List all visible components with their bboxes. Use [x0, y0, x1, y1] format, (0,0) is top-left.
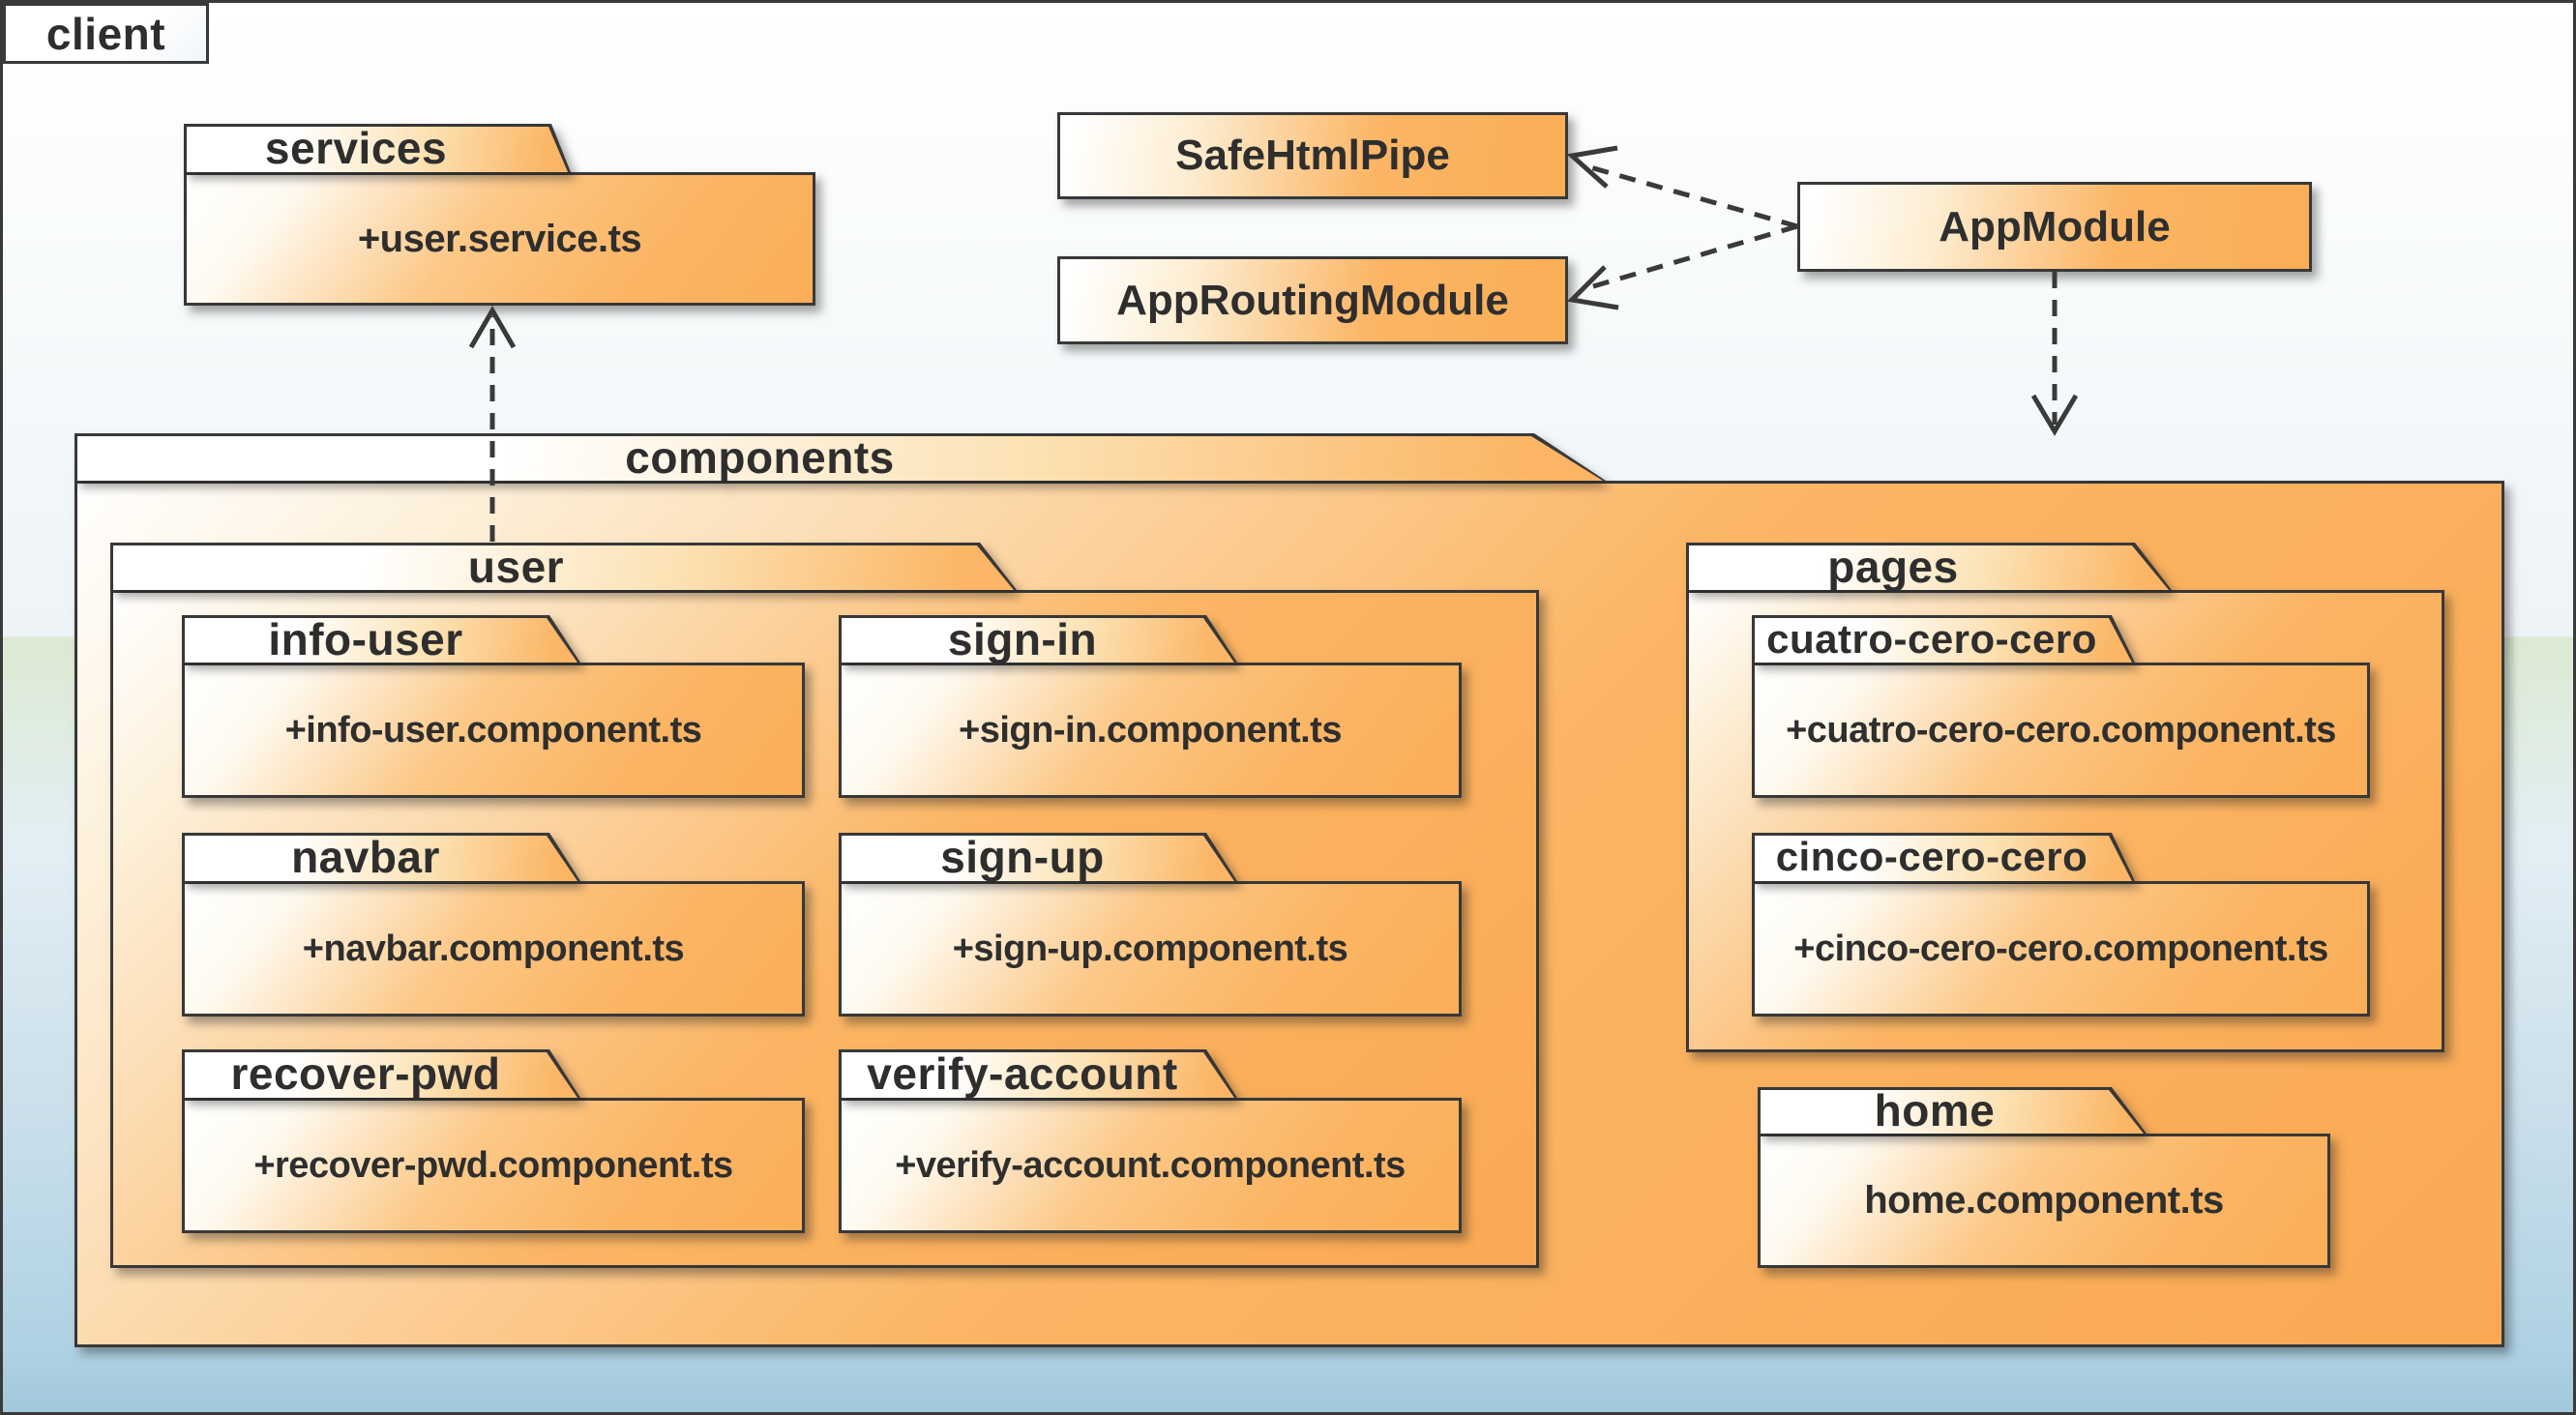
diagram-title: client — [45, 8, 166, 59]
node-app-module-label: AppModule — [1939, 202, 2171, 251]
tab-fill — [842, 618, 1234, 663]
member-recover-pwd: +recover-pwd.component.ts — [253, 1144, 733, 1186]
package-info-user-body: +info-user.component.ts — [182, 663, 805, 798]
package-cinco-cero-cero-tab: cinco-cero-cero — [1752, 833, 2135, 881]
member-home: home.component.ts — [1864, 1179, 2224, 1222]
member-sign-up: +sign-up.component.ts — [952, 928, 1348, 969]
arrow-user-to-services-head — [468, 306, 517, 349]
tab-fill — [1755, 618, 2132, 663]
package-verify-account-tab: verify-account — [839, 1048, 1237, 1099]
package-pages-tab: pages — [1686, 541, 2172, 592]
member-sign-in: +sign-in.component.ts — [959, 709, 1342, 751]
arrow-appmodule-to-approutingmodule-line — [1583, 223, 1798, 292]
package-components-tab: components — [74, 431, 1606, 483]
package-recover-pwd-title: recover-pwd — [230, 1048, 501, 1099]
tab-fill — [113, 545, 1014, 590]
tab-fill — [77, 436, 1603, 481]
member-cuatro-cero-cero: +cuatro-cero-cero.component.ts — [1786, 709, 2336, 751]
node-app-module: AppModule — [1797, 182, 2312, 272]
package-navbar-title: navbar — [291, 832, 440, 882]
package-cuatro-cero-cero-body: +cuatro-cero-cero.component.ts — [1752, 663, 2370, 798]
package-navbar-body: +navbar.component.ts — [182, 881, 805, 1017]
arrow-appmodule-to-safehtmlpipe-line — [1583, 162, 1798, 229]
package-cinco-cero-cero-body: +cinco-cero-cero.component.ts — [1752, 881, 2370, 1017]
package-navbar-tab: navbar — [182, 832, 580, 882]
package-home-title: home — [1874, 1085, 1996, 1135]
package-pages-title: pages — [1827, 541, 1959, 592]
tab-fill — [185, 618, 577, 663]
package-recover-pwd-body: +recover-pwd.component.ts — [182, 1098, 805, 1233]
member-info-user: +info-user.component.ts — [284, 709, 702, 751]
package-info-user-tab: info-user — [182, 613, 580, 664]
tab-fill — [842, 836, 1234, 881]
node-safe-html-pipe: SafeHtmlPipe — [1057, 112, 1568, 199]
package-verify-account-body: +verify-account.component.ts — [839, 1098, 1462, 1233]
package-user-tab: user — [110, 541, 1017, 592]
package-services-title: services — [264, 123, 448, 173]
package-sign-up-body: +sign-up.component.ts — [839, 881, 1462, 1017]
package-components-title: components — [625, 431, 895, 483]
package-home-tab: home — [1758, 1085, 2147, 1135]
member-verify-account: +verify-account.component.ts — [895, 1144, 1406, 1186]
tab-fill — [1689, 545, 2169, 590]
package-sign-up-title: sign-up — [940, 832, 1105, 882]
package-sign-up-tab: sign-up — [839, 832, 1237, 882]
arrow-appmodule-to-safehtmlpipe-head — [1566, 145, 1618, 189]
package-services-body: +user.service.ts — [184, 172, 815, 306]
package-cinco-cero-cero-title: cinco-cero-cero — [1775, 834, 2088, 879]
package-sign-in-body: +sign-in.component.ts — [839, 663, 1462, 798]
arrow-appmodule-to-approutingmodule-head — [1566, 265, 1619, 310]
tab-fill — [1761, 1090, 2144, 1134]
package-user-title: user — [467, 541, 565, 592]
package-info-user-title: info-user — [268, 613, 463, 664]
package-verify-account-title: verify-account — [867, 1048, 1178, 1099]
member-navbar: +navbar.component.ts — [302, 928, 685, 969]
node-app-routing-module-label: AppRoutingModule — [1116, 276, 1509, 324]
arrow-appmodule-to-components-head — [2030, 394, 2079, 436]
package-home-body: home.component.ts — [1758, 1134, 2330, 1268]
member-user-service: +user.service.ts — [357, 217, 642, 260]
tab-fill — [187, 127, 568, 172]
tab-fill — [1755, 836, 2132, 881]
package-cuatro-cero-cero-title: cuatro-cero-cero — [1766, 615, 2097, 662]
tab-fill — [842, 1052, 1234, 1098]
package-sign-in-title: sign-in — [947, 613, 1098, 664]
package-services-tab: services — [184, 123, 571, 173]
package-sign-in-tab: sign-in — [839, 613, 1237, 664]
package-cuatro-cero-cero-tab: cuatro-cero-cero — [1752, 615, 2135, 663]
node-safe-html-pipe-label: SafeHtmlPipe — [1175, 132, 1450, 179]
client-frame-label: client — [3, 3, 209, 64]
node-app-routing-module: AppRoutingModule — [1057, 256, 1568, 344]
tab-fill — [185, 836, 577, 881]
package-recover-pwd-tab: recover-pwd — [182, 1048, 580, 1099]
tab-fill — [185, 1052, 577, 1098]
member-cinco-cero-cero: +cinco-cero-cero.component.ts — [1793, 928, 2328, 969]
